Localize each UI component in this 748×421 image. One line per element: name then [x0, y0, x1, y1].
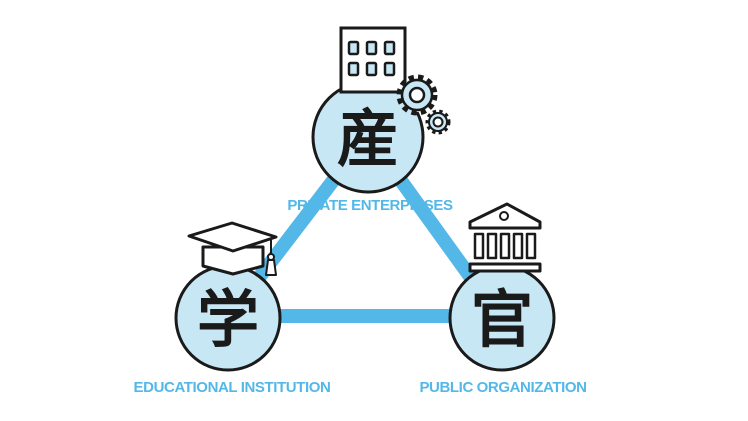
- kanji-gaku: 学: [197, 283, 259, 356]
- kanji-kan: 官: [471, 283, 533, 356]
- office-building-icon: [339, 26, 407, 94]
- graduation-cap-icon: [187, 221, 278, 276]
- government-building-icon: [468, 202, 542, 273]
- label-educational-institution: EDUCATIONAL INSTITUTION: [134, 379, 331, 396]
- node-educational-institution: 学 EDUCATIONAL INSTITUTION: [134, 221, 331, 396]
- label-private-enterprises: PRIVATE ENTERPRISES: [287, 197, 453, 214]
- gears-icon: [396, 74, 451, 135]
- node-public-organization: 官 PUBLIC ORGANIZATION: [419, 202, 587, 396]
- kanji-san: 産: [337, 102, 399, 175]
- node-private-enterprises: 産 PRIVATE ENTERPRISES: [287, 26, 453, 214]
- label-public-organization: PUBLIC ORGANIZATION: [419, 379, 586, 396]
